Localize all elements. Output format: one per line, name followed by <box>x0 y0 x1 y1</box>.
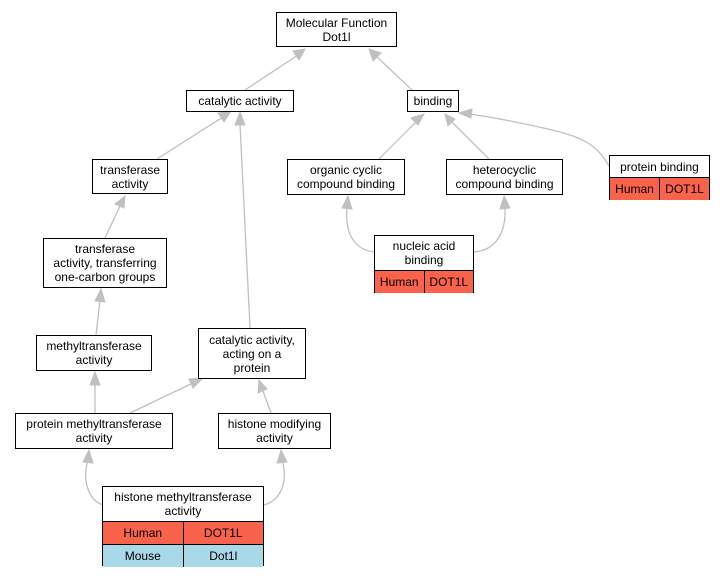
edge-transferase-to-catalytic <box>156 116 224 160</box>
edge-arrowhead <box>234 110 246 126</box>
node-line: protein <box>233 360 271 375</box>
edge-arrowhead <box>276 448 288 464</box>
node-line: activity <box>75 431 113 445</box>
annotation-row-human: Human DOT1L <box>375 270 473 293</box>
node-binding[interactable]: binding <box>407 90 459 112</box>
edge-arrowhead <box>257 378 268 394</box>
edge-protein-binding-to-binding <box>469 113 610 167</box>
node-line: binding <box>404 253 444 267</box>
node-transferase-activity[interactable]: transferase activity <box>92 159 168 194</box>
node-organic-cyclic-compound-binding[interactable]: organic cyclic compound binding <box>287 159 405 195</box>
node-line: transferase <box>99 162 161 177</box>
node-label: catalytic activity <box>198 94 282 108</box>
annotation-species: Human <box>615 182 654 196</box>
node-line: heterocyclic <box>472 163 537 177</box>
annotation-species: Human <box>379 275 419 289</box>
node-molecular-function[interactable]: Molecular Function Dot1l <box>276 12 397 47</box>
annotation-gene: DOT1L <box>659 178 709 200</box>
node-histone-methyltransferase[interactable]: histone methyltransferase activity Human… <box>102 486 264 567</box>
annotation-row-human: Human DOT1L <box>610 177 709 200</box>
edge-catalytic-to-root <box>244 54 299 91</box>
node-line: catalytic activity, <box>209 332 295 347</box>
edge-arrowhead <box>114 194 126 209</box>
node-line: protein methyltransferase <box>26 417 162 431</box>
edge-arrowhead <box>188 377 205 389</box>
node-line: Molecular Function <box>285 15 388 30</box>
node-line: acting on a <box>222 346 282 361</box>
edge-arrowhead <box>368 48 382 62</box>
node-line: methyltransferase <box>46 339 142 353</box>
node-line: organic cyclic <box>309 163 383 177</box>
node-line: histone methyltransferase <box>114 490 252 504</box>
edge-nucleic-acid-to-heterocyclic <box>473 207 506 253</box>
node-protein-methyltransferase[interactable]: protein methyltransferase activity <box>15 413 173 449</box>
node-catalytic-activity-on-protein[interactable]: catalytic activity, acting on a protein <box>198 328 306 379</box>
node-histone-modifying[interactable]: histone modifying activity <box>218 413 331 449</box>
edge-histone-methyltransferase-to-protein-methyltransferase <box>85 459 104 506</box>
node-label: binding <box>413 94 453 108</box>
node-transferase-one-carbon[interactable]: transferase activity, transferring one-c… <box>43 238 167 288</box>
edge-organic-cyclic-to-binding <box>378 121 417 160</box>
node-line: activity <box>164 504 202 518</box>
edge-arrowhead <box>89 370 101 386</box>
edge-nucleic-acid-to-organic-cyclic <box>346 207 376 253</box>
annotation-gene: DOT1L <box>182 522 264 544</box>
edge-arrowhead <box>457 108 473 119</box>
node-heterocyclic-compound-binding[interactable]: heterocyclic compound binding <box>446 159 563 195</box>
edge-arrowhead <box>499 194 511 210</box>
edge-histone-methyltransferase-to-histone-modifying <box>263 459 285 506</box>
node-line: activity <box>75 353 113 367</box>
annotation-row-mouse: Mouse Dot1l <box>103 544 263 567</box>
edge-catalytic-protein-to-catalytic <box>239 123 251 329</box>
node-line: compound binding <box>455 177 554 191</box>
edge-arrowhead <box>444 113 456 127</box>
edge-binding-to-root <box>375 55 413 91</box>
annotation-gene: Dot1l <box>182 545 264 567</box>
edge-arrowhead <box>217 110 233 123</box>
node-line: histone modifying <box>227 417 322 431</box>
edge-arrowhead <box>94 287 106 303</box>
node-line: compound binding <box>296 177 396 191</box>
node-methyltransferase-activity[interactable]: methyltransferase activity <box>36 335 152 371</box>
node-nucleic-acid-binding[interactable]: nucleic acid binding Human DOT1L <box>374 235 474 293</box>
edge-methyltransferase-to-onecarbon <box>95 299 101 336</box>
edge-arrowhead <box>341 194 353 210</box>
node-line: nucleic acid <box>392 239 456 253</box>
node-label: protein binding <box>620 159 699 174</box>
edge-protein-methyltransferase-to-catalytic-protein <box>129 382 194 414</box>
edge-arrowhead <box>292 48 306 61</box>
annotation-species: Mouse <box>124 549 161 563</box>
node-line: one-carbon groups <box>54 270 156 284</box>
annotation-species: Human <box>123 526 163 540</box>
edge-histone-modifying-to-catalytic-protein <box>262 390 272 414</box>
node-catalytic-activity[interactable]: catalytic activity <box>186 90 294 112</box>
node-line: activity <box>256 431 293 445</box>
annotation-row-human: Human DOT1L <box>103 521 263 544</box>
edge-onecarbon-to-transferase <box>104 205 121 239</box>
edge-arrowhead <box>410 113 426 126</box>
edge-arrowhead <box>82 448 94 464</box>
node-line: transferase <box>74 242 136 256</box>
edge-heterocyclic-to-binding <box>451 121 490 160</box>
node-line: activity, transferring <box>53 256 157 270</box>
node-protein-binding[interactable]: protein binding Human DOT1L <box>609 155 710 200</box>
annotation-gene: DOT1L <box>423 271 474 293</box>
node-line: Dot1l <box>322 29 351 44</box>
node-line: activity <box>111 176 149 191</box>
